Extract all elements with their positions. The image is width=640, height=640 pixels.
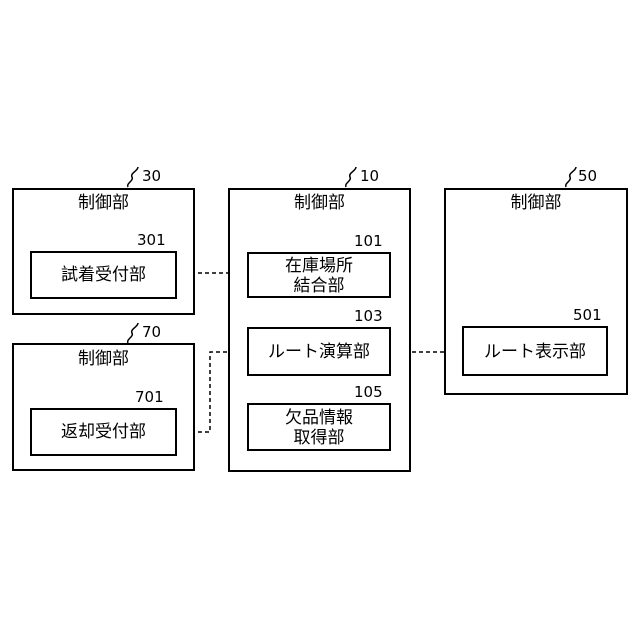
block-101-line1: 在庫場所: [247, 256, 391, 276]
block-103-label: ルート演算部: [247, 342, 391, 362]
block-301-ref: 301: [137, 232, 166, 248]
block-105-line2: 取得部: [247, 428, 391, 448]
block-101-line2: 結合部: [247, 276, 391, 296]
control-unit-70-ref: 70: [142, 324, 161, 340]
ref-leader-10: [346, 167, 356, 187]
block-103-ref: 103: [354, 308, 383, 324]
block-105-line1: 欠品情報: [247, 408, 391, 428]
block-501-ref: 501: [573, 307, 602, 323]
control-unit-50-ref: 50: [578, 168, 597, 184]
control-unit-10-ref: 10: [360, 168, 379, 184]
ref-leader-50: [566, 167, 576, 187]
block-701-label: 返却受付部: [30, 422, 177, 442]
control-unit-50-title: 制御部: [444, 193, 628, 213]
block-101-ref: 101: [354, 233, 383, 249]
control-unit-30-ref: 30: [142, 168, 161, 184]
ref-leader-70: [128, 323, 138, 343]
block-701-ref: 701: [135, 389, 164, 405]
control-unit-30-title: 制御部: [12, 193, 195, 213]
block-105-ref: 105: [354, 384, 383, 400]
block-501-label: ルート表示部: [462, 342, 608, 362]
ref-leader-30: [128, 167, 138, 187]
block-301-label: 試着受付部: [30, 265, 177, 285]
control-unit-70-title: 制御部: [12, 349, 195, 369]
control-unit-10-title: 制御部: [228, 193, 411, 213]
